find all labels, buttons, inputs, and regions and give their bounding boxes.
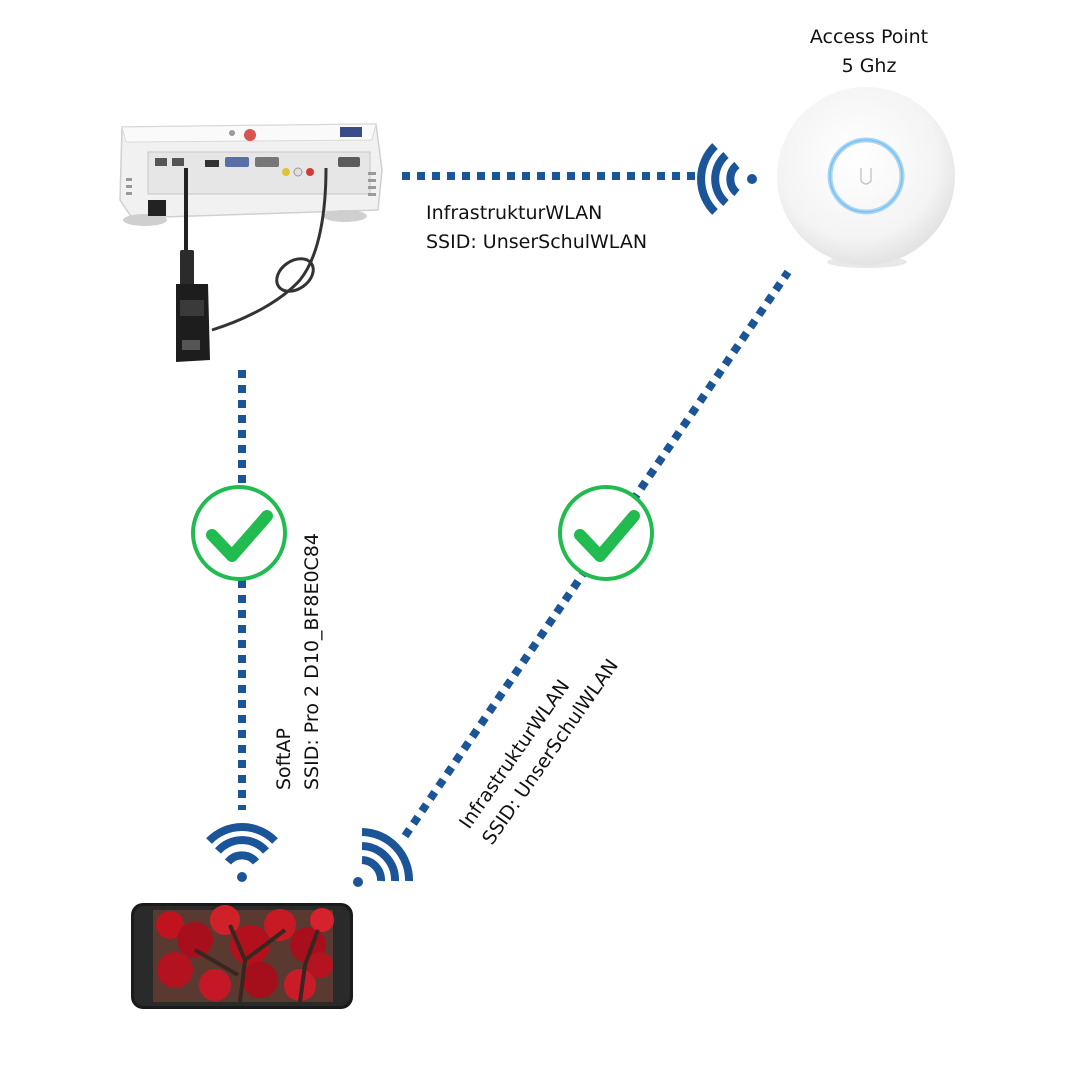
ap-band: 5 Ghz: [842, 55, 897, 77]
smartphone-icon: [131, 903, 353, 1009]
wifi-icon: [353, 828, 414, 887]
check-icon: [191, 485, 287, 581]
access-point-icon: [777, 87, 955, 268]
projector-ap-link-type: InfrastrukturWLAN: [426, 202, 602, 224]
ap-title: Access Point: [810, 26, 928, 48]
wifi-icon: [697, 143, 757, 215]
wifi-icon: [206, 823, 278, 882]
softap-link-type: SoftAP: [273, 728, 295, 790]
softap-ssid: SSID: Pro 2 D10_BF8E0C84: [301, 533, 323, 790]
projector-icon: [119, 123, 383, 362]
projector-ap-ssid: SSID: UnserSchulWLAN: [426, 231, 647, 253]
check-icon: [558, 485, 654, 581]
